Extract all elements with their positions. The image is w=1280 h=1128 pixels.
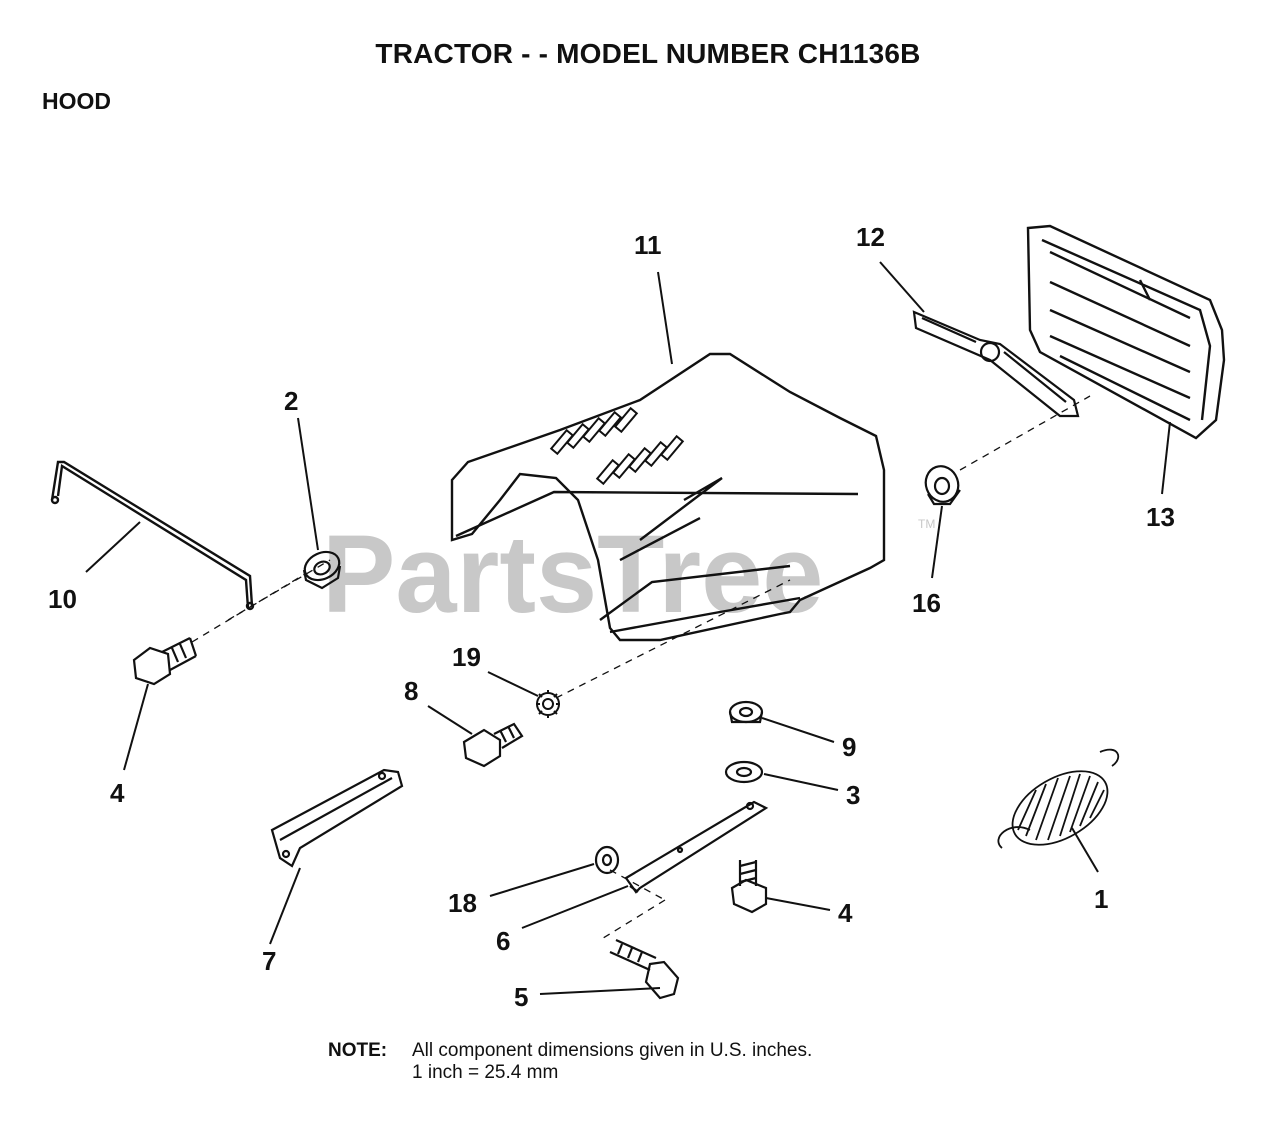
callout-4-left: 4 bbox=[110, 778, 125, 808]
washer-part-3 bbox=[724, 760, 764, 784]
leader-lines bbox=[85, 261, 1171, 995]
strap-part-6 bbox=[624, 800, 769, 894]
assembly-lines bbox=[191, 395, 1091, 941]
grille-part-13 bbox=[1026, 224, 1226, 440]
callout-9: 9 bbox=[842, 732, 856, 762]
callout-10: 10 bbox=[48, 584, 77, 614]
callout-2: 2 bbox=[284, 386, 298, 416]
callout-1: 1 bbox=[1094, 884, 1108, 914]
callout-3: 3 bbox=[846, 780, 860, 810]
callout-11: 11 bbox=[634, 230, 662, 260]
hood-part-11 bbox=[450, 352, 886, 642]
section-heading: HOOD bbox=[42, 88, 111, 114]
note-label: NOTE: bbox=[328, 1040, 388, 1061]
callout-4-right: 4 bbox=[838, 898, 853, 928]
hood-rod-part-10 bbox=[50, 460, 255, 611]
watermark-trademark: TM bbox=[918, 517, 935, 531]
callout-6: 6 bbox=[496, 926, 510, 956]
callout-8: 8 bbox=[404, 676, 418, 706]
bolt-part-4-left bbox=[132, 637, 198, 686]
callout-12: 12 bbox=[856, 222, 885, 252]
nut-part-2 bbox=[302, 550, 342, 590]
star-washer-part-19 bbox=[536, 690, 560, 718]
callout-16: 16 bbox=[912, 588, 941, 618]
callout-5: 5 bbox=[514, 982, 528, 1012]
note-line-1: All component dimensions given in U.S. i… bbox=[412, 1040, 813, 1061]
callout-7: 7 bbox=[262, 946, 276, 976]
note-line-2: 1 inch = 25.4 mm bbox=[412, 1062, 559, 1083]
spring-part-1 bbox=[997, 748, 1120, 849]
callout-19: 19 bbox=[452, 642, 481, 672]
page-title: TRACTOR - - MODEL NUMBER CH1136B bbox=[375, 38, 921, 69]
bolt-part-4-right bbox=[730, 860, 768, 914]
bracket-part-7 bbox=[270, 768, 404, 868]
bolt-part-5 bbox=[609, 938, 680, 1000]
dimension-note: NOTE: All component dimensions given in U… bbox=[328, 1040, 812, 1084]
nut-part-16 bbox=[924, 465, 961, 506]
callout-13: 13 bbox=[1146, 502, 1175, 532]
watermark-text: PartsTree bbox=[322, 513, 823, 636]
nut-part-9 bbox=[728, 700, 764, 724]
grille-bracket-part-12 bbox=[912, 310, 1080, 418]
bolt-part-8 bbox=[462, 722, 524, 768]
callout-18: 18 bbox=[448, 888, 477, 918]
washer-part-18 bbox=[594, 845, 620, 875]
